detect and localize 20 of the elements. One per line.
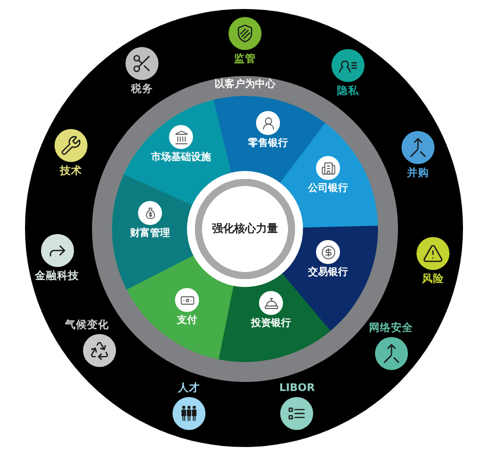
- topic-label: 风险: [422, 272, 444, 284]
- topic-label: 网络安全: [369, 322, 413, 334]
- segment-label: 交易银行: [308, 267, 348, 279]
- topic-label: 技术: [60, 164, 82, 176]
- segment-label: 市场基础设施: [151, 152, 211, 164]
- segment-label: 公司银行: [308, 183, 348, 195]
- topic-label: 并购: [407, 166, 429, 178]
- topic-label: 人才: [178, 382, 200, 394]
- topic-label: 隐私: [337, 84, 359, 96]
- topic-label: 金融科技: [35, 270, 79, 282]
- segment-label: 投资银行: [251, 318, 291, 330]
- segment-label: 零售银行: [248, 138, 288, 150]
- topic-label: 监管: [234, 52, 256, 64]
- topic-label: 税务: [131, 82, 153, 94]
- segment-label: 财富管理: [130, 228, 170, 240]
- ring-label: 以客户为中心: [214, 79, 276, 91]
- topic-label: LIBOR: [279, 382, 315, 394]
- center-label: 强化核心力量: [212, 222, 278, 236]
- topic-label: 气候变化: [65, 318, 109, 330]
- segment-label: 支付: [177, 315, 197, 327]
